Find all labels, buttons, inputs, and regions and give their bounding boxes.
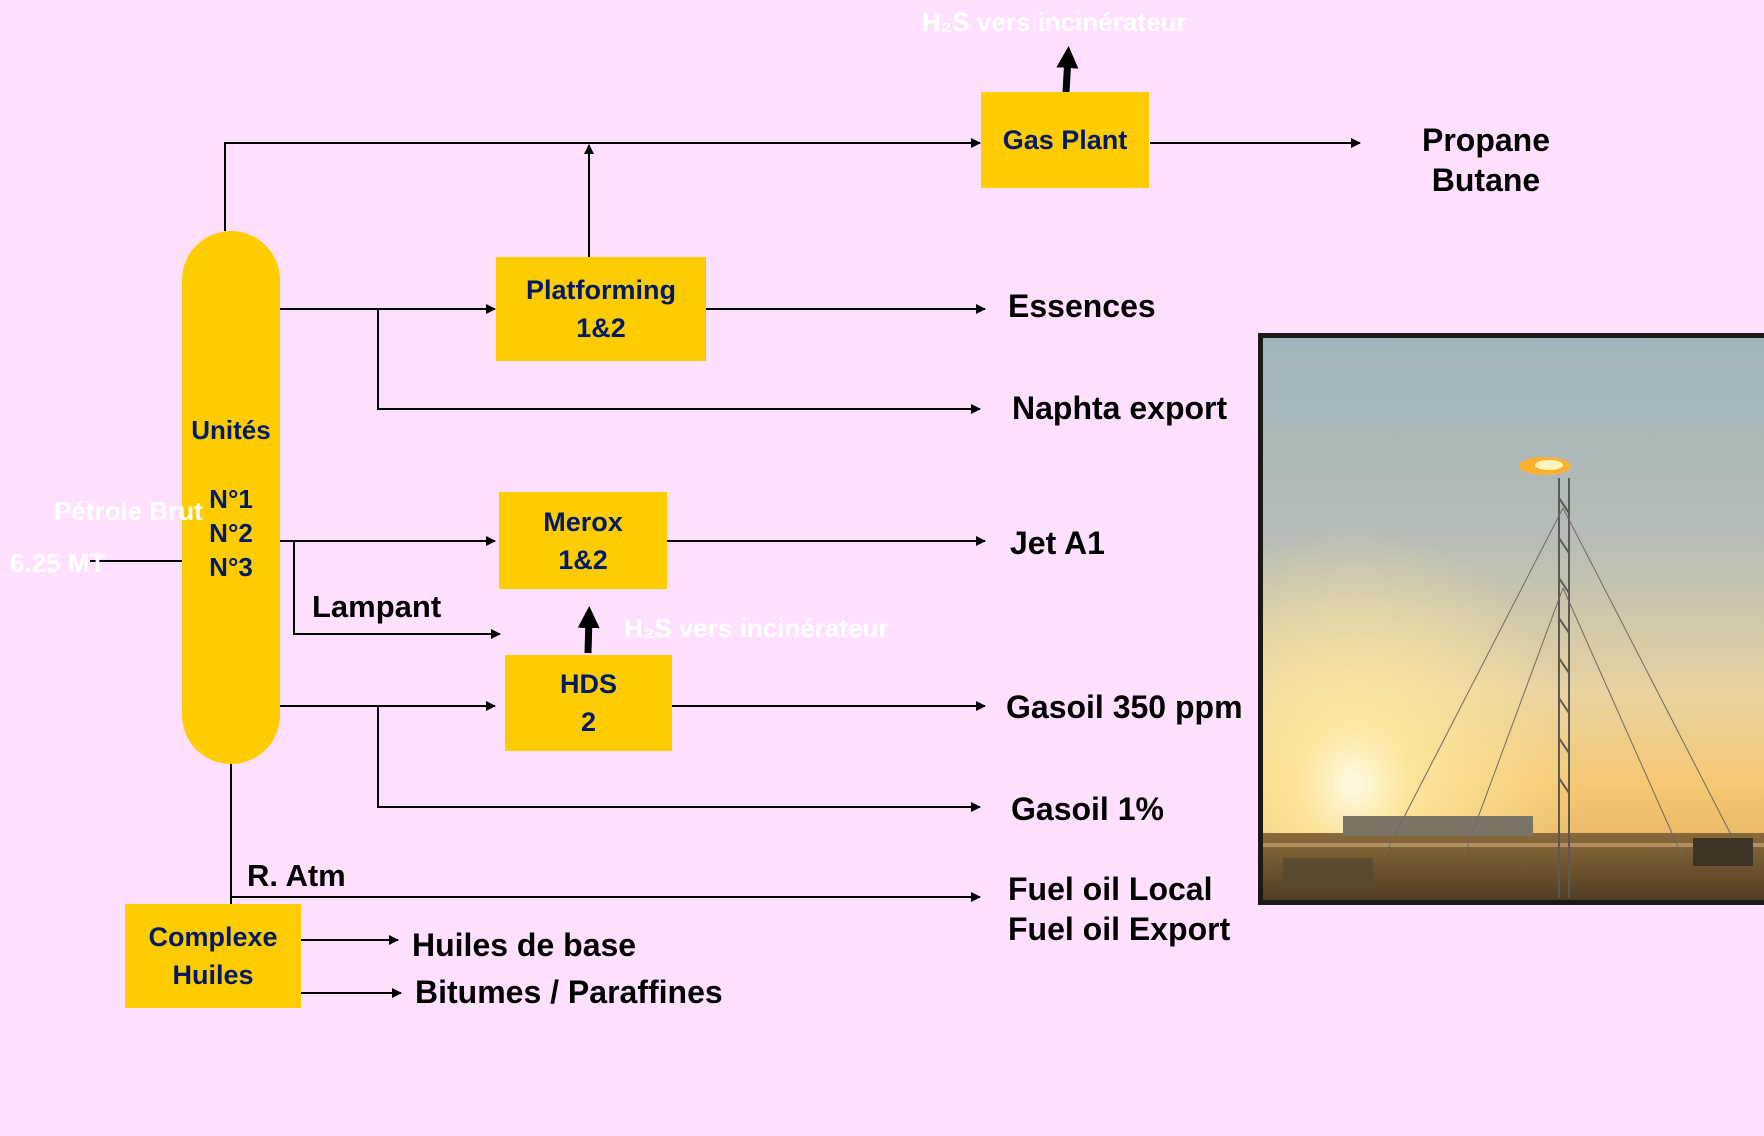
flare-photo-image [1263,338,1764,900]
gasoil-1pct-label: Gasoil 1% [1011,791,1164,827]
h2s-mid-label: H₂S vers incinérateur [624,613,889,643]
h2s-mid-arrow [577,606,600,654]
h2s-top-label: H₂S vers incinérateur [922,7,1187,37]
column-title: Unités [191,415,271,445]
platforming-unit: Platforming 1&2 [496,257,706,361]
r-atm-label: R. Atm [247,858,346,893]
naphta-export-label: Naphta export [1012,390,1228,426]
gas-plant-unit: Gas Plant [981,92,1149,188]
naphtha-export-branch [377,309,981,414]
distillation-column [182,231,280,764]
merox-unit: Merox 1&2 [499,492,667,589]
hds-unit: HDS 2 [505,655,672,751]
crude-oil-label: Pétrole Brut [54,496,203,526]
crude-amount-label: 6.25 MT [10,548,106,578]
fuel-oil-label: Fuel oil Local Fuel oil Export [1008,871,1231,947]
complexe-huiles-unit: Complexe Huiles [125,904,301,1008]
lampant-branch [293,541,501,639]
essences-label: Essences [1008,288,1156,324]
gasoil-1pct-branch [377,706,981,812]
lampant-label: Lampant [312,589,442,624]
h2s-top-arrow [1056,46,1079,93]
overhead-to-gas-plant [224,138,981,231]
huiles-de-base-label: Huiles de base [412,927,637,963]
gasoil-350-label: Gasoil 350 ppm [1006,689,1243,725]
column-units-list: N°1 N°2 N°3 [209,484,253,582]
bitumes-paraffines-label: Bitumes / Paraffines [415,974,723,1010]
propane-butane-label: Propane Butane [1421,122,1551,198]
jet-a1-label: Jet A1 [1010,525,1105,561]
refinery-flare-photo [1258,333,1764,905]
